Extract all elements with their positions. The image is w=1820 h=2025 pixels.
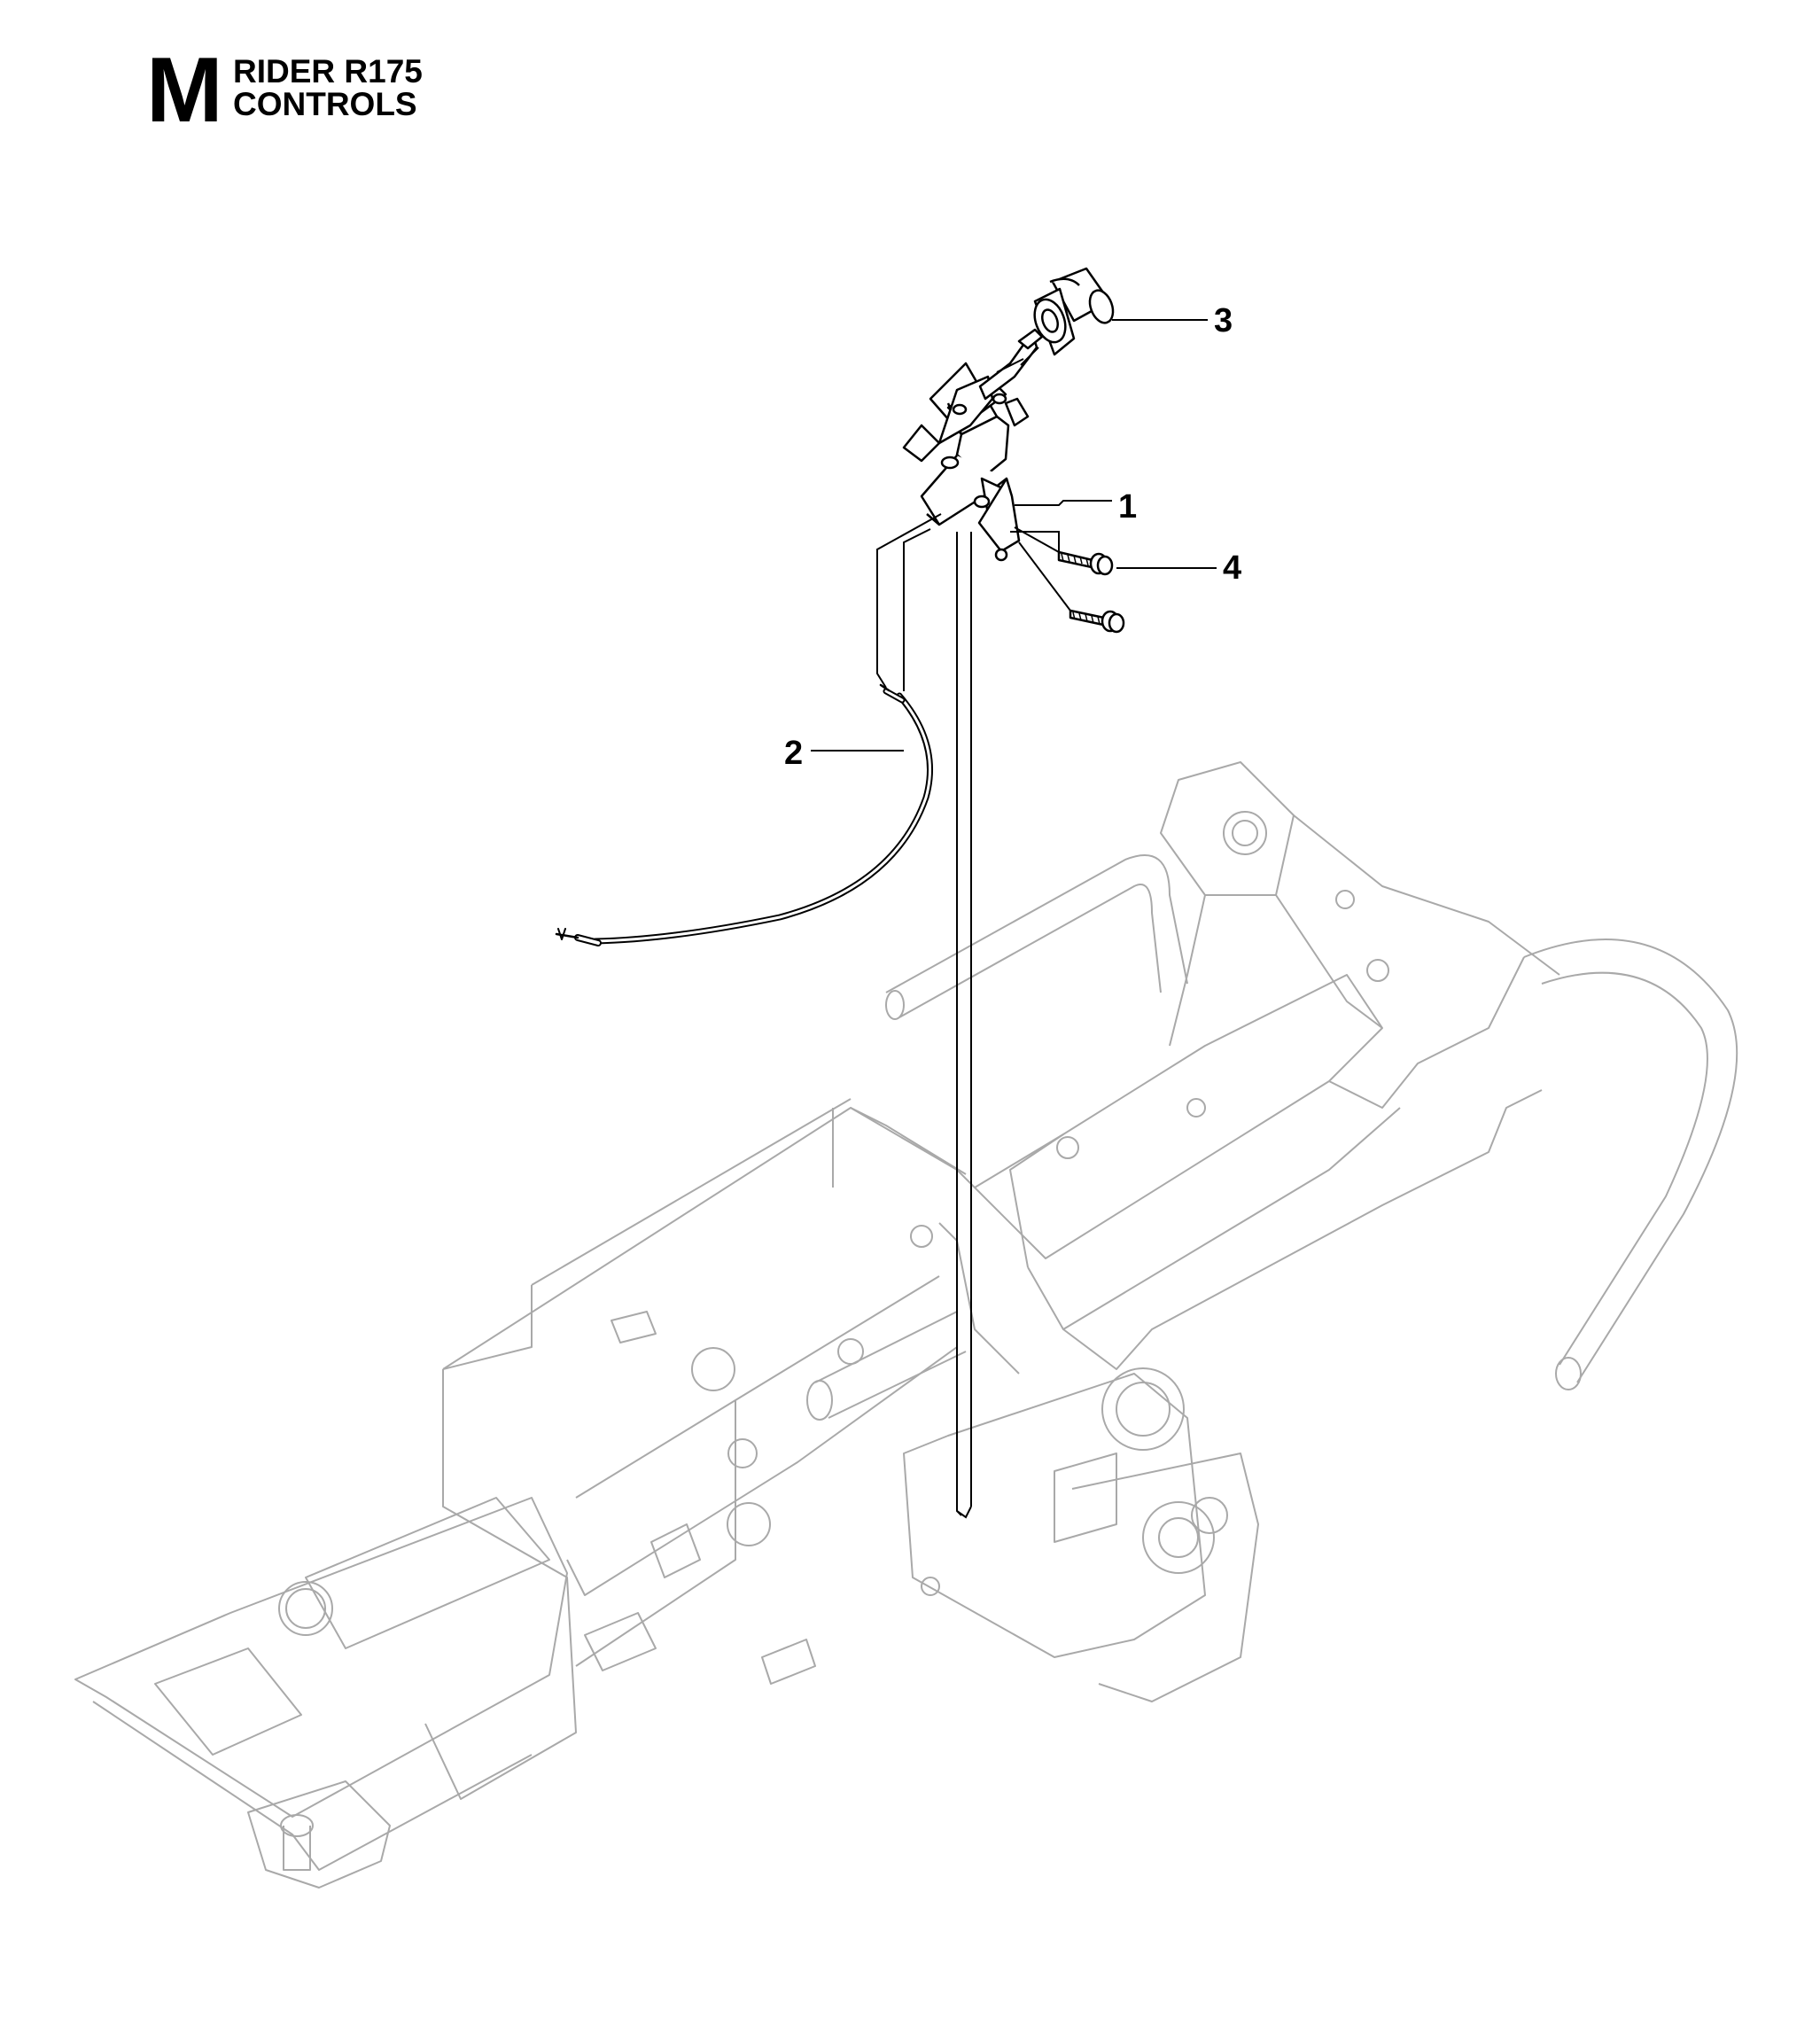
assembly-guide-lines bbox=[876, 347, 1071, 1519]
part-screws bbox=[1057, 550, 1125, 634]
model-title: RIDER R175 bbox=[233, 53, 423, 90]
part-knob bbox=[1033, 267, 1115, 356]
callout-3: 3 bbox=[1214, 302, 1233, 339]
callout-numbers: 1 2 3 4 bbox=[784, 302, 1241, 772]
part-cable bbox=[555, 683, 933, 946]
group-title: CONTROLS bbox=[233, 86, 417, 122]
section-letter: M bbox=[146, 39, 223, 142]
chassis-frame bbox=[74, 761, 1738, 1889]
title-block: RIDER R175 CONTROLS bbox=[233, 55, 423, 121]
callout-2: 2 bbox=[784, 735, 803, 772]
leader-lines bbox=[811, 319, 1217, 752]
callout-4: 4 bbox=[1223, 549, 1241, 587]
callout-1: 1 bbox=[1118, 488, 1137, 526]
